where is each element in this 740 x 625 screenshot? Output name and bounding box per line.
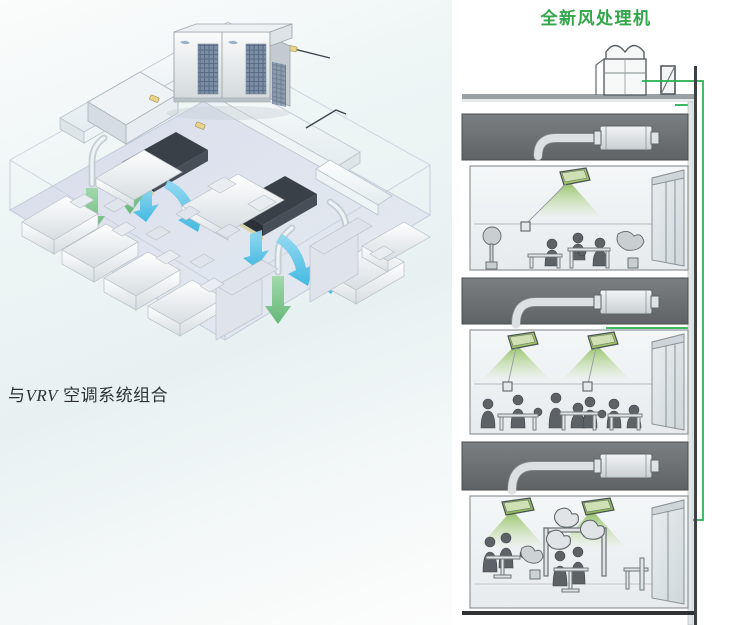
- roof-slab: [462, 94, 694, 102]
- left-panel-vrv-system: 与VRV 空调系统组合: [0, 0, 452, 625]
- wall-controller-2a: [502, 381, 513, 392]
- window-wall-3: [651, 499, 685, 605]
- ceiling-plenum-1: [461, 113, 689, 161]
- floor-top: [461, 113, 689, 271]
- office-room-1: [469, 165, 689, 271]
- lounge-counter: [623, 557, 649, 591]
- ceiling-diffuser-1: [559, 167, 591, 186]
- ceiling-plenum-3: [461, 441, 689, 495]
- ducted-indoor-unit-2: [593, 289, 660, 315]
- ceiling-plenum-2: [461, 277, 689, 329]
- ceiling-diffuser-3b: [581, 497, 615, 516]
- air-throw-cone-2b: [562, 344, 630, 380]
- lounge-tables: [485, 555, 589, 593]
- ducted-indoor-unit-1: [593, 125, 660, 151]
- right-panel-building-section: 全新风处理机: [452, 0, 740, 625]
- ducted-indoor-unit-3: [593, 453, 660, 479]
- caption-vrv: VRV: [25, 386, 58, 405]
- air-throw-cone-2a: [482, 344, 550, 380]
- vrv-outdoor-unit: [166, 23, 293, 120]
- air-throw-cone-1: [534, 180, 602, 218]
- window-wall-2: [651, 333, 685, 431]
- ceiling-diffuser-3a: [501, 497, 535, 516]
- plant-1: [616, 231, 645, 269]
- window-wall-1: [651, 169, 685, 267]
- office-furniture: [21, 149, 431, 341]
- lounge-room: [469, 495, 689, 609]
- left-panel-caption: 与VRV 空调系统组合: [8, 381, 168, 406]
- floor-bottom: [461, 441, 694, 615]
- ground-line: [462, 611, 694, 615]
- lounge-planter: [543, 507, 607, 577]
- ceiling-diffuser-2b: [587, 331, 619, 350]
- building-right-wall: [687, 66, 697, 625]
- rooftop-fresh-air-unit: [595, 44, 676, 96]
- air-throw-cone-3a: [478, 510, 546, 548]
- wall-controller-1: [520, 221, 531, 232]
- floor-lamp-1: [482, 226, 502, 270]
- fresh-air-unit-title: 全新风处理机: [540, 9, 652, 28]
- caption-suffix: 空调系统组合: [63, 386, 169, 405]
- building-section-diagram: [461, 44, 704, 625]
- wall-controller-2b: [582, 381, 593, 392]
- office-room-2: [469, 329, 689, 435]
- ceiling-diffuser-2a: [507, 331, 539, 350]
- furniture-1: [527, 247, 611, 269]
- floor-middle: [461, 277, 689, 435]
- lounge-plant: [520, 545, 544, 580]
- furniture-2: [497, 411, 643, 431]
- caption-prefix: 与: [8, 386, 26, 405]
